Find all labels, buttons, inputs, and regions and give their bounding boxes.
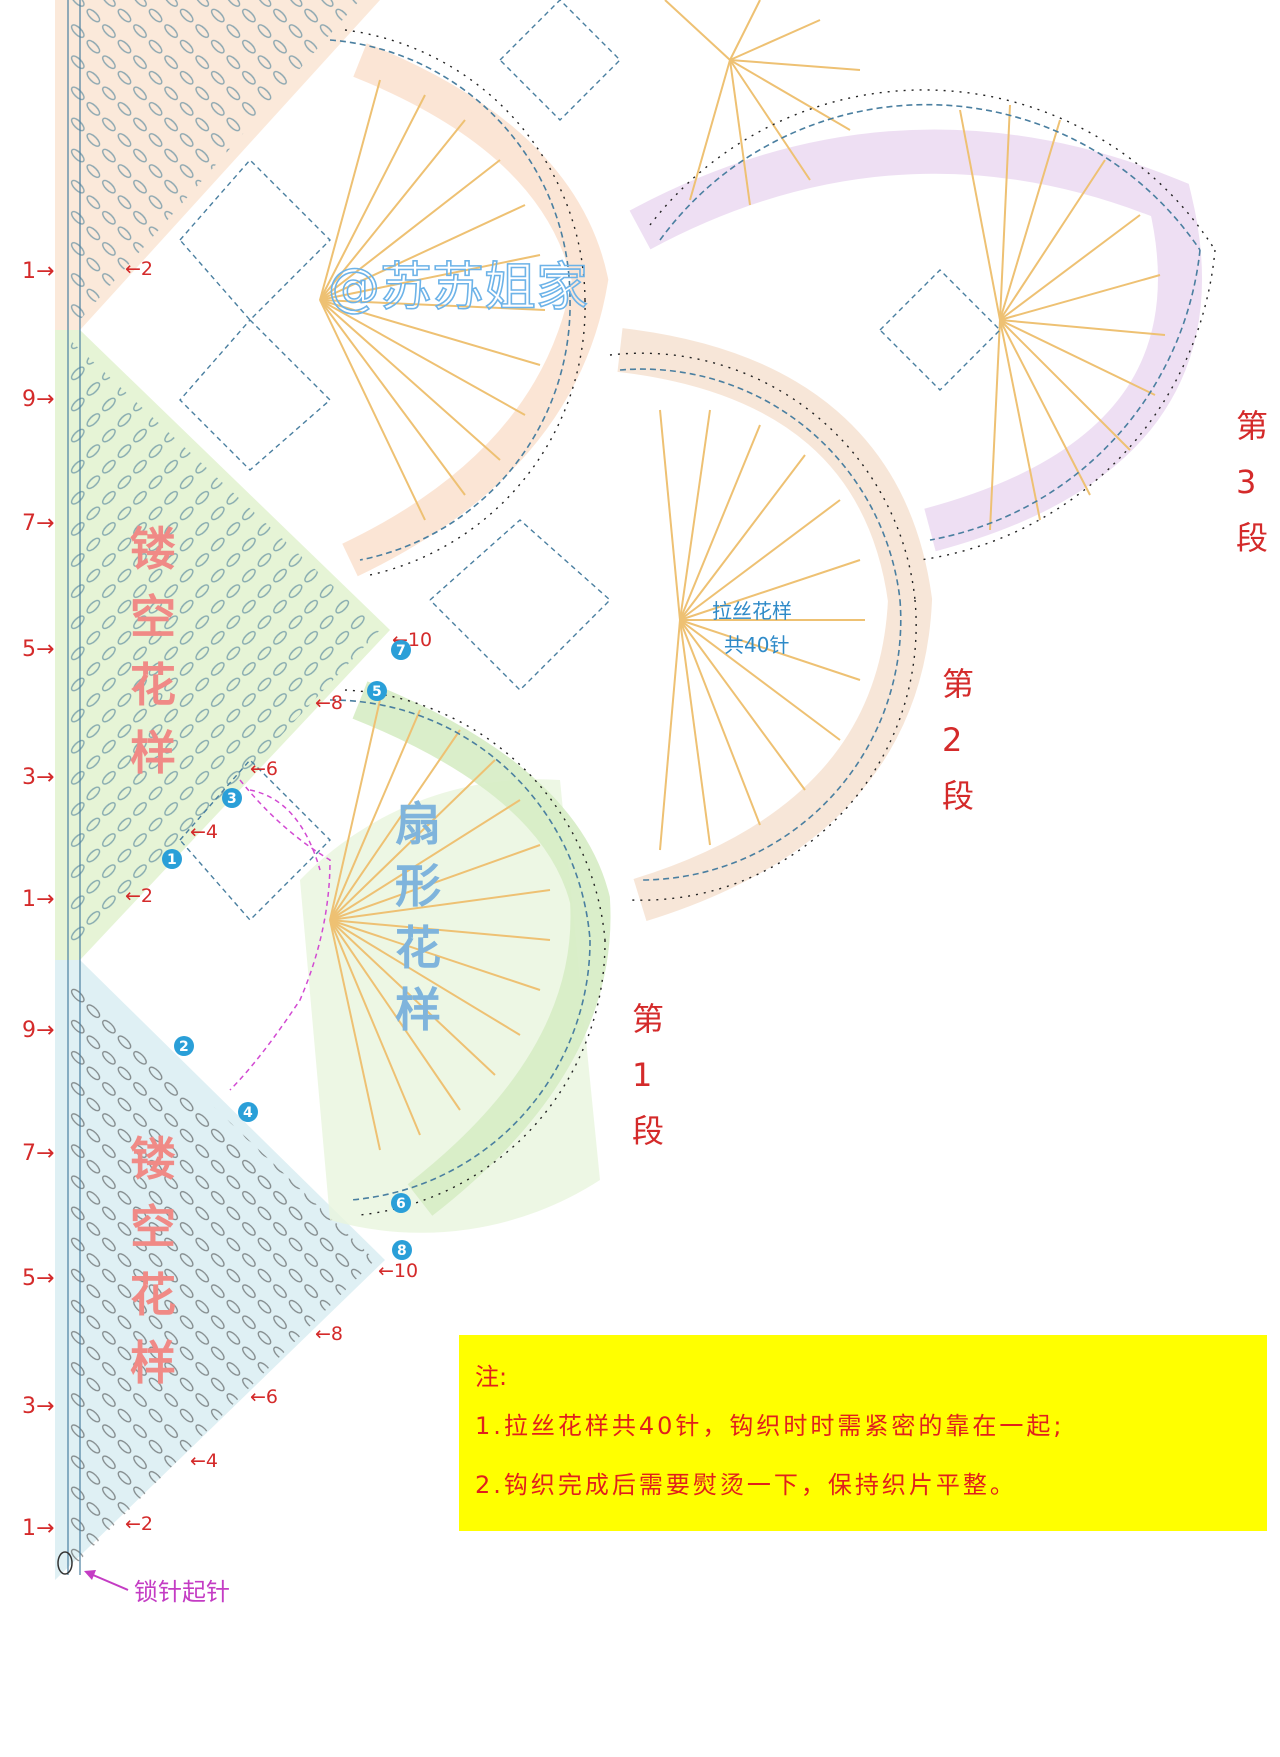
right-markers: ←2 ←8 ←6 ←4 ←2 ←10 ←8 ←6 ←4 ←2 ←10 bbox=[125, 258, 432, 1535]
row-label: 3→ bbox=[22, 765, 54, 790]
pulled-pattern-label: 拉丝花样 bbox=[712, 599, 792, 623]
note-title: 注: bbox=[475, 1363, 508, 1391]
fan-section-2-band bbox=[617, 328, 933, 922]
note-line-2: 2.钩织完成后需要熨烫一下，保持织片平整。 bbox=[475, 1471, 1017, 1499]
row-label: 9→ bbox=[22, 1018, 54, 1043]
row-marker: ←6 bbox=[250, 1386, 278, 1408]
row-marker: ←2 bbox=[125, 258, 153, 280]
row-label: 5→ bbox=[22, 637, 54, 662]
start-label: 锁针起针 bbox=[134, 1578, 230, 1606]
row-label: 1→ bbox=[22, 887, 54, 912]
row-marker: ←4 bbox=[190, 1450, 218, 1472]
fan-section-1-band bbox=[352, 681, 611, 1216]
step-badge: 2 bbox=[179, 1039, 189, 1055]
row-marker: ←10 bbox=[378, 1260, 418, 1282]
row-label: 1→ bbox=[22, 259, 54, 284]
openwork-lattice-middle bbox=[179, 0, 1001, 922]
row-marker: ←8 bbox=[315, 692, 343, 714]
stitch-x-rows bbox=[344, 29, 1216, 1216]
chain-arcs bbox=[329, 39, 1201, 1201]
arrowhead-icon bbox=[84, 1570, 96, 1580]
openwork-pattern-label-bottom: 镂空花样 bbox=[130, 1132, 176, 1390]
step-badge: 7 bbox=[396, 643, 406, 659]
row-label: 7→ bbox=[22, 511, 54, 536]
row-label: 5→ bbox=[22, 1266, 54, 1291]
left-edge-stitches bbox=[67, 0, 81, 1575]
fan-pattern-label: 扇形花样 bbox=[395, 797, 441, 1037]
row-marker: ←2 bbox=[125, 1513, 153, 1535]
note-line-1: 1.拉丝花样共40针，钩织时时需紧密的靠在一起; bbox=[475, 1412, 1065, 1440]
row-labels: 1→ 9→ 7→ 5→ 3→ 1→ 9→ 7→ 5→ 3→ 1→ bbox=[22, 259, 54, 1541]
pink-path-arrows bbox=[229, 779, 331, 1091]
fan-rays bbox=[319, 0, 1166, 1151]
row-label: 7→ bbox=[22, 1141, 54, 1166]
row-marker: ←8 bbox=[315, 1323, 343, 1345]
row-marker: ←4 bbox=[190, 821, 218, 843]
row-label: 3→ bbox=[22, 1394, 54, 1419]
step-badge: 4 bbox=[243, 1105, 253, 1121]
row-label: 1→ bbox=[22, 1516, 54, 1541]
step-badge: 6 bbox=[396, 1196, 406, 1212]
pulled-pattern-count: 共40针 bbox=[724, 633, 789, 657]
vlabel-bottom-text: 镂空花样 bbox=[130, 1132, 176, 1390]
step-badge: 1 bbox=[167, 852, 177, 868]
start-chain-icon bbox=[57, 1551, 73, 1575]
note-box: 注: 1.拉丝花样共40针，钩织时时需紧密的靠在一起; 2.钩织完成后需要熨烫一… bbox=[459, 1335, 1267, 1531]
step-badge: 5 bbox=[372, 684, 382, 700]
row-label: 9→ bbox=[22, 387, 54, 412]
watermark: @苏苏姐家 bbox=[328, 258, 588, 318]
step-badge: 8 bbox=[397, 1243, 407, 1259]
step-badges: 1 2 3 4 5 6 7 8 bbox=[162, 640, 412, 1260]
openwork-pattern-label-top: 镂空花样 bbox=[130, 522, 176, 780]
vlabel-fan-text: 扇形花样 bbox=[395, 797, 441, 1037]
fan-section-3-band bbox=[629, 129, 1202, 552]
row-marker: ←2 bbox=[125, 885, 153, 907]
row-marker: ←6 bbox=[250, 758, 278, 780]
vlabel-top-text: 镂空花样 bbox=[130, 522, 176, 780]
step-badge: 3 bbox=[227, 791, 237, 807]
